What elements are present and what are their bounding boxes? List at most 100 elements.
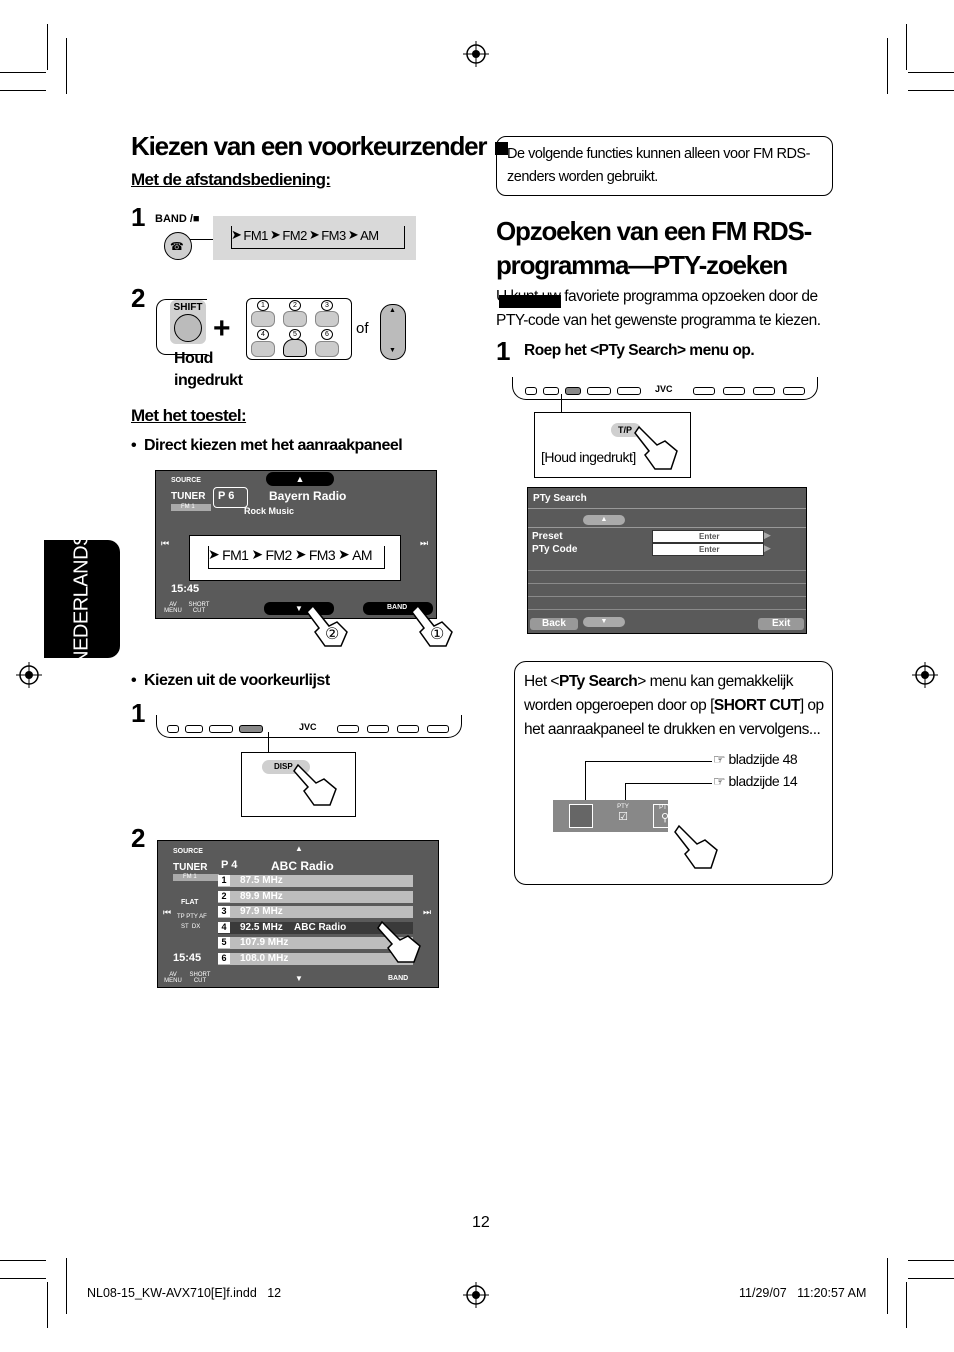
wheel-down-icon: ▼ — [389, 347, 396, 354]
seq-fm3: FM3 — [321, 227, 346, 243]
band-sequence: ➤FM1 ➤FM2 ➤FM3 ➤AM — [231, 227, 379, 243]
arrow-icon: ➤ — [347, 227, 359, 242]
pty-search-icon[interactable]: PTY⚲ — [653, 804, 677, 828]
callout-2: ② — [325, 626, 340, 643]
arrow-icon: ➤ — [338, 546, 350, 562]
front-panel-strip-left: JVC — [156, 715, 462, 738]
registration-mark-left — [16, 662, 42, 688]
strip-btn — [337, 725, 359, 733]
pty-code: PTy Code — [532, 544, 578, 555]
pty-back-button[interactable]: Back — [530, 618, 578, 630]
keypad-key-5 — [283, 339, 307, 357]
pty-code-arrow-icon: ▶ — [764, 543, 771, 553]
s2-fm: FM 1 — [173, 874, 219, 881]
keypad-key-4 — [251, 341, 275, 357]
preset-list-number: 6 — [218, 952, 230, 964]
arrow-icon: ➤ — [269, 227, 281, 242]
keypad-num-4: 4 — [257, 329, 269, 340]
shift-knob — [174, 314, 202, 342]
tp-label: T/P — [618, 425, 633, 435]
right-title-text: Opzoeken van een FM RDS-programma—PTY-zo… — [496, 216, 812, 280]
title-bar-icon — [499, 294, 561, 308]
pty-up-button[interactable]: ▲ — [583, 515, 625, 525]
pty-back-label: Back — [542, 618, 566, 629]
s1-seq-fm2: FM2 — [265, 546, 292, 563]
tp-callout-box: T/P [Houd ingedrukt] — [534, 412, 691, 478]
tp-button: T/P — [611, 423, 641, 437]
keypad-key-3 — [315, 311, 339, 327]
s1-band-cycle: ➤FM1 ➤FM2 ➤FM3 ➤AM — [208, 546, 373, 563]
arrow-icon: ➤ — [231, 227, 242, 242]
seq-am: AM — [360, 227, 379, 243]
strip-buttons — [167, 725, 263, 733]
pty-exit-button[interactable]: Exit — [758, 618, 804, 630]
s1-seq-fm1: FM1 — [222, 546, 249, 563]
registration-mark-bottom — [463, 1282, 489, 1308]
s1-fm: FM 1 — [171, 504, 211, 511]
strip-btn — [185, 725, 203, 733]
registration-mark-top — [463, 41, 489, 67]
s1-next-icon: ⏭ — [420, 538, 429, 548]
pty-down-button[interactable]: ▼ — [583, 617, 625, 627]
scroll-wheel: ▲ ▼ — [380, 304, 406, 360]
registration-mark-right — [912, 662, 938, 688]
keypad-key-6 — [315, 341, 339, 357]
hold-bracket: [Houd ingedrukt] — [541, 449, 636, 465]
pty-empty-rows — [528, 558, 806, 620]
strip-btn — [753, 387, 775, 395]
pty-exit-label: Exit — [772, 618, 791, 629]
seq-fm2: FM2 — [282, 227, 307, 243]
keypad-num-1: 1 — [257, 300, 269, 311]
pty-enter2-label: Enter — [699, 545, 720, 554]
s2-preset: P 4 — [221, 859, 238, 871]
tip-text-2: > menu kan gemakkelijk worden opgeroepen… — [524, 673, 794, 714]
s1-preset-box: P 6 — [213, 487, 248, 508]
s2-station: ABC Radio — [271, 859, 334, 873]
s2-band: BAND — [388, 975, 409, 982]
hand-pointer-icon — [674, 824, 718, 869]
strip-btn — [209, 725, 233, 733]
tip-text: Het <PTy Search> menu kan gemakkelijk wo… — [524, 670, 828, 742]
preset-list-number: 2 — [218, 890, 230, 902]
keypad: 1 2 3 4 5 6 — [246, 298, 352, 360]
footer-file: NL08-15_KW-AVX710[E]f.indd 12 — [87, 1286, 282, 1300]
strip-btn — [239, 725, 263, 733]
s2-next-icon: ⏭ — [423, 907, 432, 917]
shift-label: SHIFT — [173, 302, 203, 313]
pty-preset-enter[interactable]: Enter — [652, 530, 764, 543]
tip-line-1 — [585, 761, 712, 802]
s1-source: SOURCE — [171, 477, 201, 484]
tip-icon-bar: PTY☑ PTY⚲ — [553, 800, 677, 832]
preset-list-row[interactable]: 5 107.9 MHz — [218, 937, 413, 949]
arrow-icon: ➤ — [294, 546, 307, 562]
tip-text-1: Het < — [524, 673, 559, 690]
s1-seq-fm3: FM3 — [308, 546, 336, 563]
bullet-list: • Kiezen uit de voorkeurlijst — [131, 672, 330, 689]
s2-down-icon: ▼ — [295, 974, 303, 983]
keypad-num-2: 2 — [289, 300, 301, 311]
preset-list-frequency: 108.0 MHz — [240, 952, 289, 964]
preset-list-number: 5 — [218, 937, 230, 948]
right-step1-number: 1 — [496, 336, 511, 366]
side-tab-label: NEDERLANDS — [70, 533, 93, 665]
pty-check-icon: PTY☑ — [613, 804, 633, 826]
s1-band-cycle-box: ➤FM1 ➤FM2 ➤FM3 ➤AM — [189, 535, 401, 581]
strip-btn — [397, 725, 419, 733]
step1-number: 1 — [131, 202, 146, 232]
s1-prev-icon: ⏮ — [161, 538, 170, 548]
arrow-icon: ➤ — [308, 227, 320, 242]
remote-heading: Met de afstandsbediening: — [131, 170, 331, 189]
disp-label: DISP — [274, 762, 293, 771]
pty-code-enter[interactable]: Enter — [652, 543, 764, 556]
s1-short-cut: SHORT CUT — [188, 602, 210, 614]
preset-list-frequency: 107.9 MHz — [240, 937, 289, 948]
preset-list-row[interactable]: 6 108.0 MHz — [218, 952, 413, 965]
strip-btn — [427, 725, 449, 733]
shortcut-tip-box: Het <PTy Search> menu kan gemakkelijk wo… — [514, 661, 833, 885]
step2-number: 2 — [131, 283, 146, 313]
preset-list-station: ABC Radio — [294, 921, 347, 933]
